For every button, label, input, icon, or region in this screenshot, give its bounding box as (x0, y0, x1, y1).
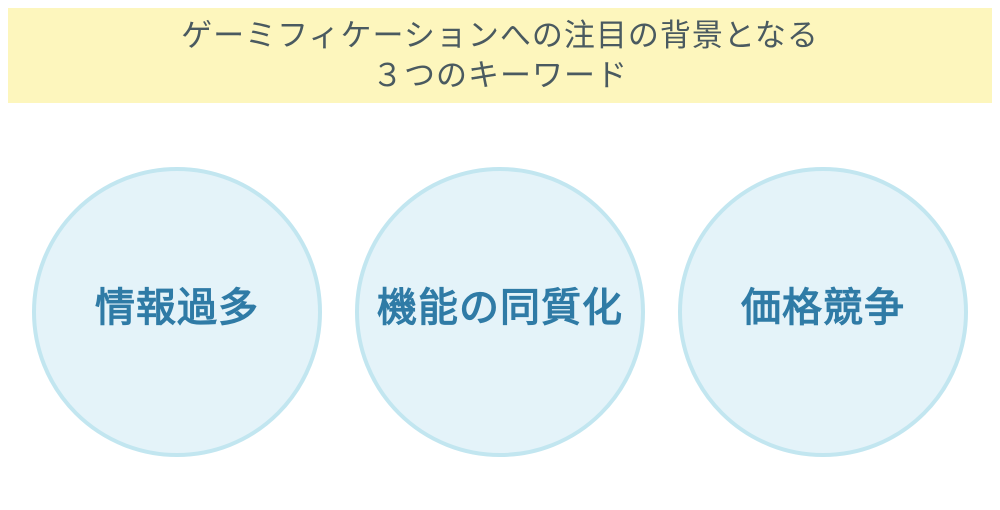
keyword-label: 機能の同質化 (377, 285, 623, 331)
title-line-1: ゲーミフィケーションへの注目の背景となる (181, 17, 819, 54)
keyword-circle-feature-commoditization: 機能の同質化 (355, 167, 645, 457)
keyword-label: 情報過多 (95, 285, 259, 331)
keyword-circle-price-competition: 価格競争 (678, 167, 968, 457)
title-line-2: ３つのキーワード (372, 57, 628, 94)
title-banner: ゲーミフィケーションへの注目の背景となる ３つのキーワード (8, 8, 992, 103)
keyword-circle-information-overload: 情報過多 (32, 167, 322, 457)
keyword-label: 価格競争 (741, 285, 905, 331)
